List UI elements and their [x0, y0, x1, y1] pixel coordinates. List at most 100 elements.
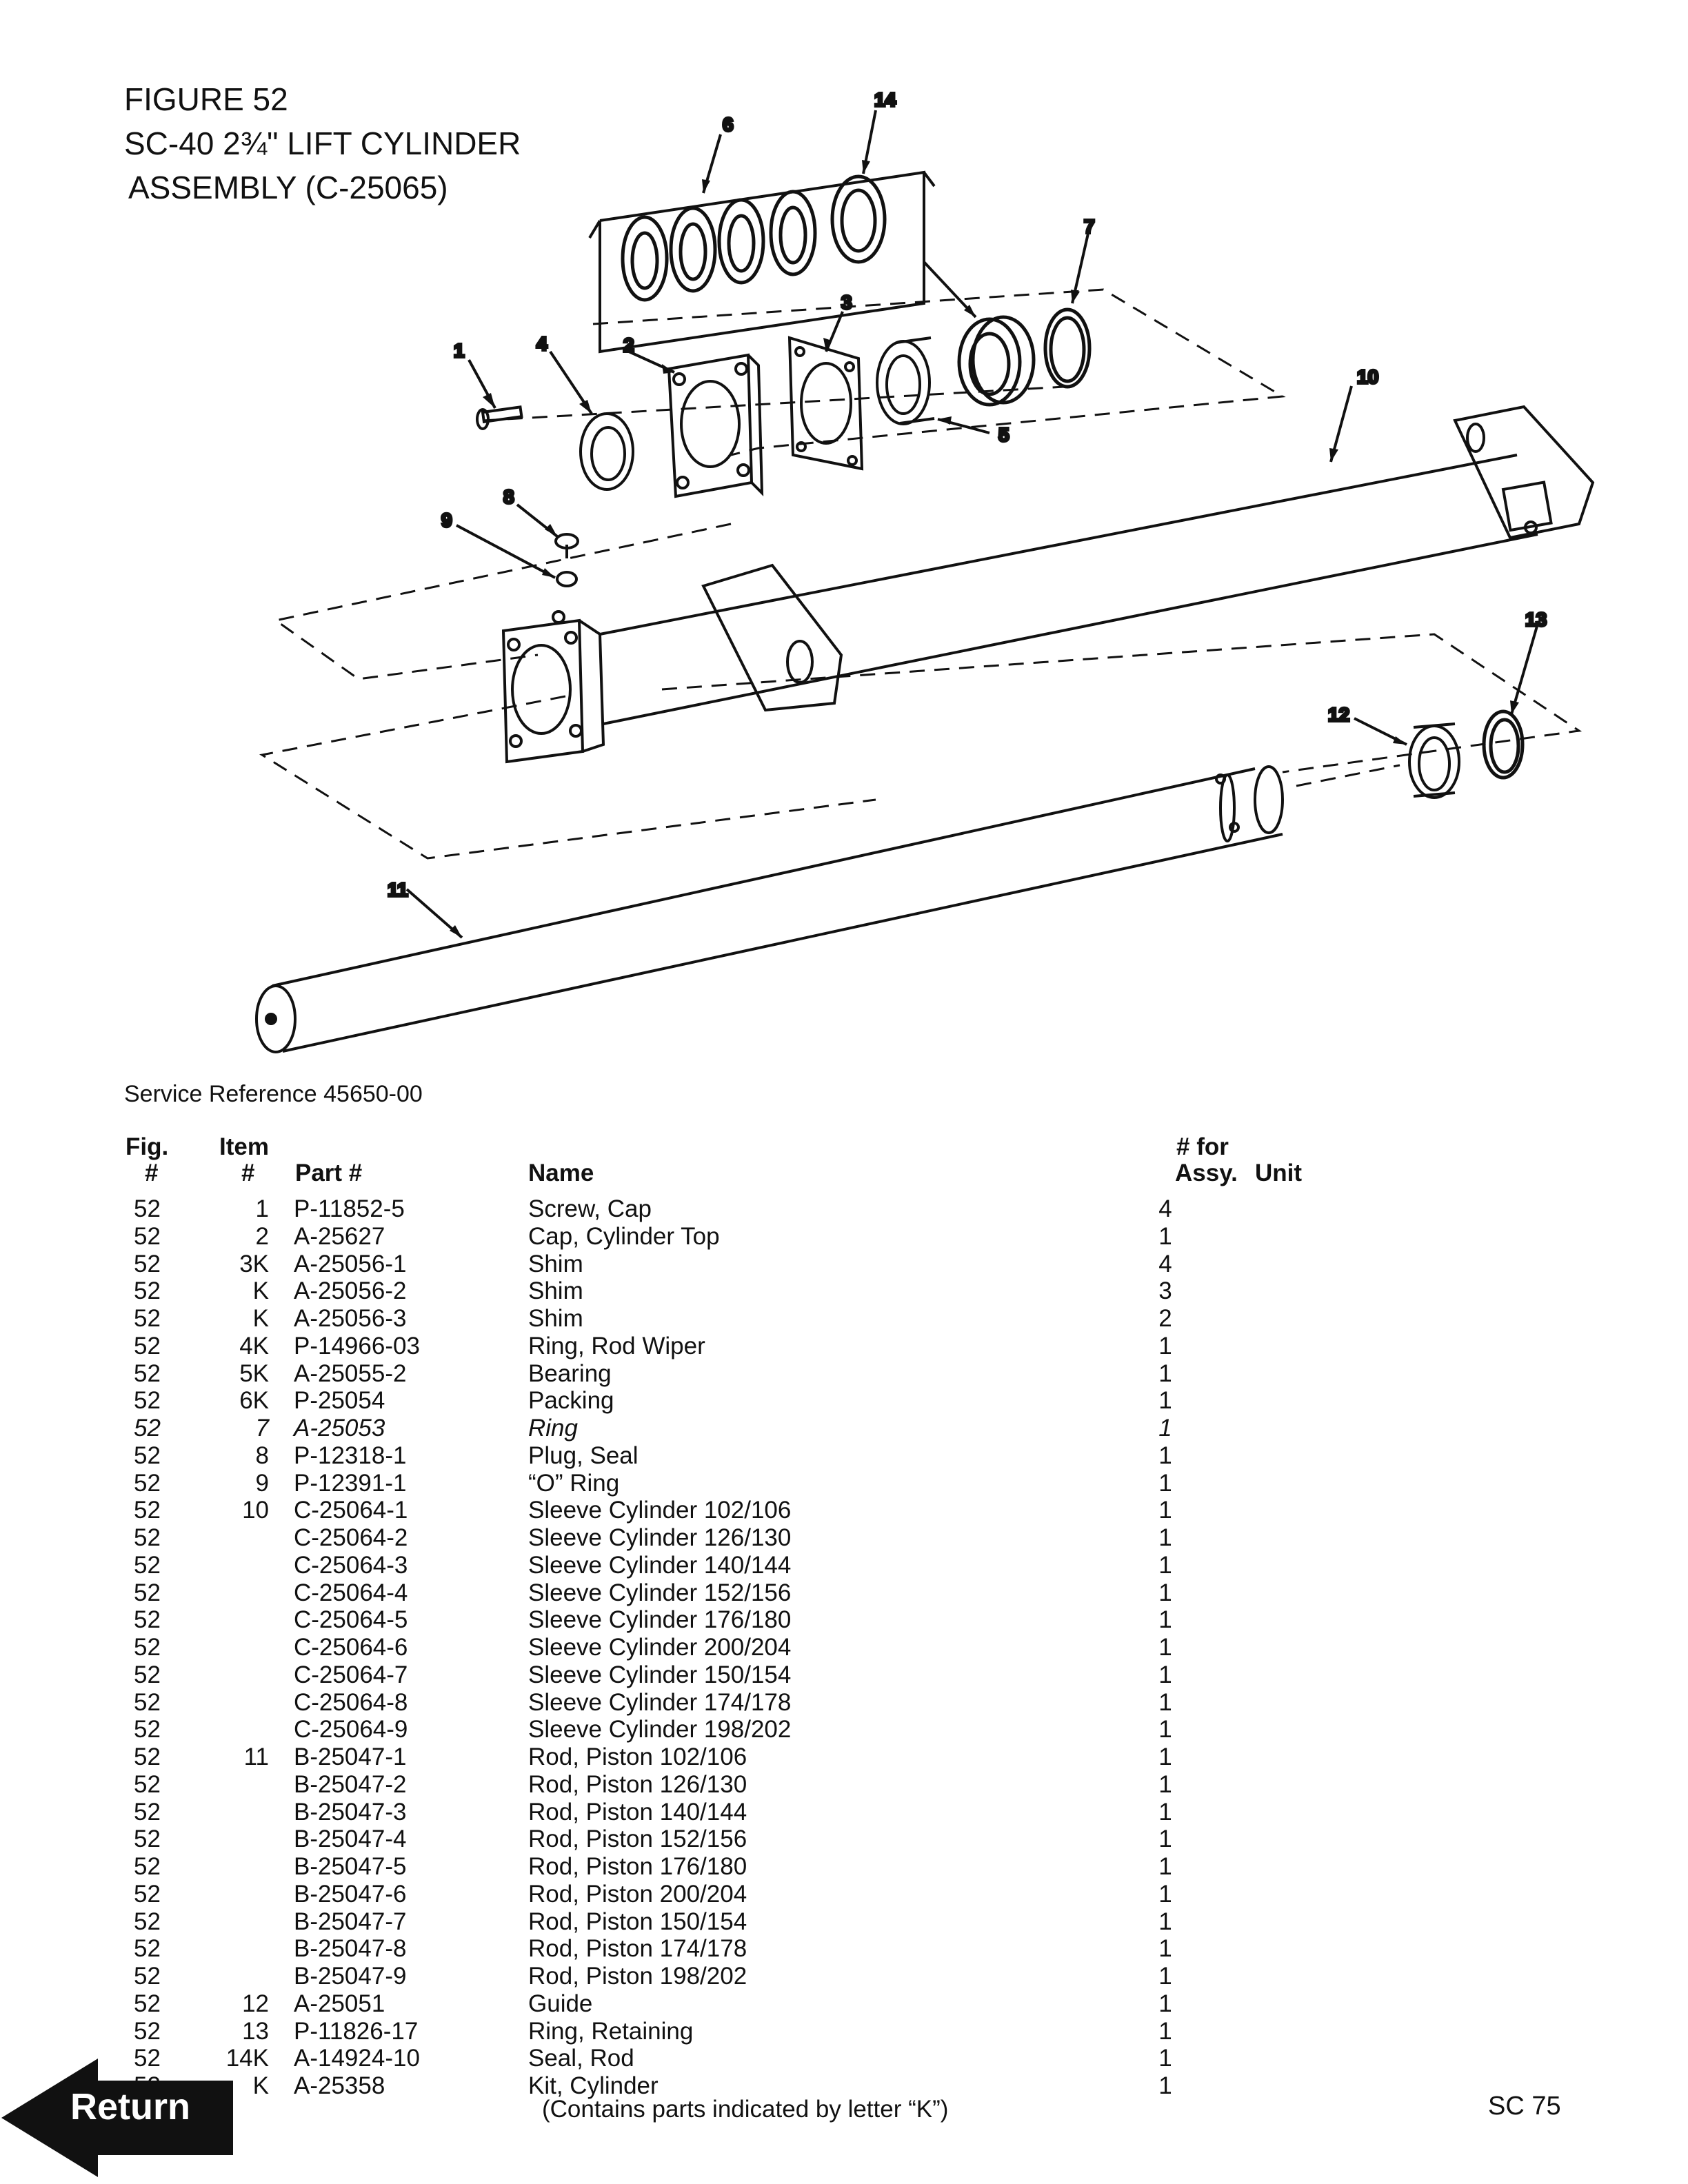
shim-illustration — [787, 336, 864, 471]
quantity-cell: 1 — [1158, 1442, 1172, 1469]
callout-2: 2 — [623, 334, 634, 356]
part-name-cell: Rod, Piston 102/106 — [528, 1743, 747, 1770]
part-name-cell: Rod, Piston 200/204 — [528, 1880, 747, 1908]
quantity-cell: 1 — [1158, 2072, 1172, 2099]
part-number-cell: C-25064-9 — [294, 1716, 408, 1743]
part-number-cell: C-25064-6 — [294, 1634, 408, 1661]
quantity-cell: 1 — [1158, 1853, 1172, 1880]
part-number-cell: A-25053 — [294, 1415, 385, 1442]
fig-cell: 52 — [134, 1415, 161, 1442]
figure-title: FIGURE 52 SC-40 2¾" LIFT CYLINDER ASSEMB… — [124, 77, 521, 210]
quantity-cell: 1 — [1158, 1743, 1172, 1770]
callout-12: 12 — [1328, 704, 1349, 725]
part-name-cell: Sleeve Cylinder 140/144 — [528, 1551, 792, 1579]
item-cell: 10 — [242, 1497, 269, 1524]
part-name-cell: Ring, Retaining — [528, 2017, 694, 2045]
packing-set-illustration — [588, 170, 936, 354]
fig-cell: 52 — [134, 1743, 161, 1770]
sleeve-cylinder-illustration — [501, 405, 1595, 764]
cap-screw-illustration — [476, 405, 523, 430]
fig-cell: 52 — [134, 1990, 161, 2017]
fig-cell: 52 — [134, 1387, 161, 1415]
item-cell: 2 — [255, 1222, 269, 1250]
quantity-cell: 1 — [1158, 1359, 1172, 1387]
item-cell: 4K — [239, 1332, 269, 1359]
fig-cell: 52 — [134, 1222, 161, 1250]
fig-cell: 52 — [134, 1579, 161, 1606]
part-name-cell: Shim — [528, 1305, 583, 1332]
part-name-cell: Rod, Piston 140/144 — [528, 1798, 747, 1826]
figure-number: FIGURE 52 — [124, 81, 288, 117]
item-cell: 1 — [255, 1195, 269, 1222]
item-cell: 5K — [239, 1359, 269, 1387]
quantity-cell: 1 — [1158, 1222, 1172, 1250]
service-reference: Service Reference 45650-00 — [124, 1081, 423, 1107]
cylinder-top-cap-illustration — [667, 353, 764, 498]
rod-wiper-illustration — [579, 412, 634, 491]
fig-cell: 52 — [134, 1469, 161, 1497]
part-number-cell: A-25627 — [294, 1222, 385, 1250]
quantity-cell: 2 — [1158, 1305, 1172, 1332]
part-number-cell: A-25056-2 — [294, 1277, 407, 1305]
quantity-cell: 1 — [1158, 1963, 1172, 1990]
part-number-cell: B-25047-4 — [294, 1826, 407, 1853]
callout-13: 13 — [1525, 609, 1547, 630]
fig-cell: 52 — [134, 1880, 161, 1908]
header-name: Name — [528, 1160, 594, 1186]
part-number-cell: A-25358 — [294, 2072, 385, 2099]
header-unit: Unit — [1255, 1160, 1303, 1186]
fig-cell: 52 — [134, 1497, 161, 1524]
quantity-cell: 1 — [1158, 1716, 1172, 1743]
part-name-cell: Sleeve Cylinder 200/204 — [528, 1634, 792, 1661]
part-name-cell: Rod, Piston 198/202 — [528, 1963, 747, 1990]
o-ring-illustration — [556, 571, 578, 587]
fig-cell: 52 — [134, 1250, 161, 1277]
callout-arrowheads — [450, 160, 1519, 938]
guide-illustration — [1408, 722, 1460, 799]
quantity-cell: 1 — [1158, 1579, 1172, 1606]
fig-cell: 52 — [134, 1277, 161, 1305]
part-number-cell: C-25064-2 — [294, 1524, 408, 1551]
part-number-cell: B-25047-2 — [294, 1770, 407, 1798]
page-number: SC 75 — [1488, 2092, 1561, 2121]
quantity-cell: 1 — [1158, 1469, 1172, 1497]
item-cell: 13 — [242, 2017, 269, 2045]
piston-rod-illustration — [255, 765, 1284, 1053]
quantity-cell: 1 — [1158, 1770, 1172, 1798]
fig-cell: 52 — [134, 1716, 161, 1743]
part-name-cell: Sleeve Cylinder 126/130 — [528, 1524, 792, 1551]
fig-cell: 52 — [134, 1770, 161, 1798]
part-number-cell: B-25047-3 — [294, 1798, 407, 1826]
callout-arrows — [405, 110, 1539, 939]
part-number-cell: B-25047-1 — [294, 1743, 407, 1770]
fig-cell: 52 — [134, 1935, 161, 1963]
quantity-cell: 4 — [1158, 1195, 1172, 1222]
item-cell: K — [252, 1277, 269, 1305]
quantity-cell: 1 — [1158, 1524, 1172, 1551]
part-name-cell: Rod, Piston 176/180 — [528, 1853, 747, 1880]
part-number-cell: P-14966-03 — [294, 1332, 420, 1359]
fig-cell: 52 — [134, 1826, 161, 1853]
kit-footnote: (Contains parts indicated by letter “K”) — [542, 2096, 949, 2123]
fig-cell: 52 — [134, 1305, 161, 1332]
quantity-cell: 1 — [1158, 1606, 1172, 1634]
return-button[interactable]: Return — [1, 2057, 236, 2178]
item-cell: 7 — [255, 1415, 269, 1442]
part-number-cell: A-25056-3 — [294, 1305, 407, 1332]
quantity-cell: 1 — [1158, 1661, 1172, 1688]
return-label: Return — [70, 2086, 190, 2127]
part-name-cell: Rod, Piston 174/178 — [528, 1935, 747, 1963]
quantity-cell: 1 — [1158, 1332, 1172, 1359]
part-number-cell: P-25054 — [294, 1387, 385, 1415]
fig-cell: 52 — [134, 1524, 161, 1551]
header-part: Part # — [295, 1160, 363, 1186]
callout-10: 10 — [1357, 366, 1378, 387]
fig-cell: 52 — [134, 1853, 161, 1880]
bearing-illustration — [876, 336, 935, 425]
quantity-cell: 1 — [1158, 1798, 1172, 1826]
quantity-cell: 1 — [1158, 2017, 1172, 2045]
part-name-cell: Kit, Cylinder — [528, 2072, 659, 2099]
fig-cell: 52 — [134, 1634, 161, 1661]
header-qty-1: # for — [1176, 1133, 1229, 1160]
part-name-cell: Seal, Rod — [528, 2045, 634, 2072]
